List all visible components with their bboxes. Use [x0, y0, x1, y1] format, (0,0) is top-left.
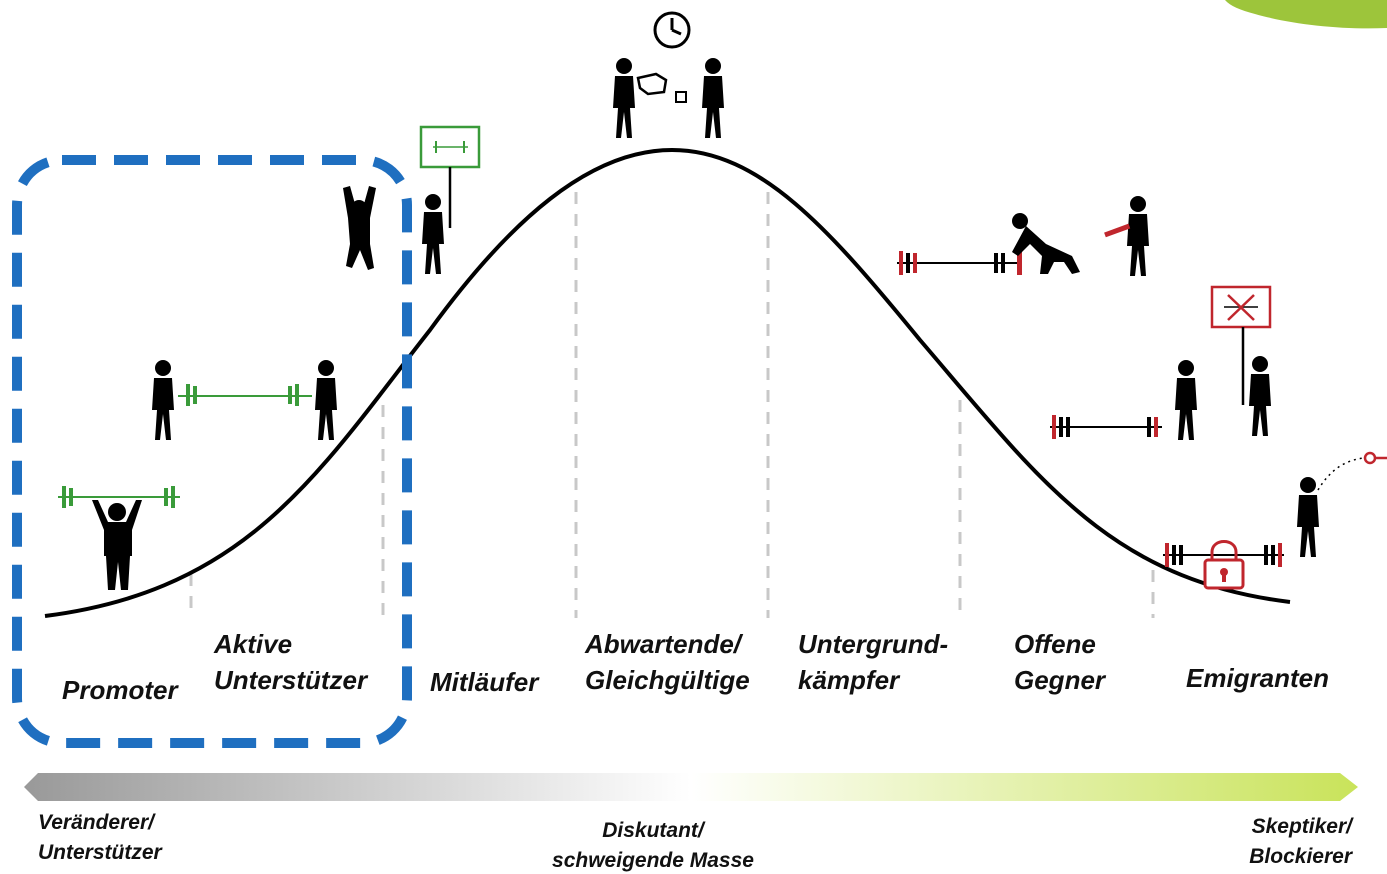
axis-label-right: Skeptiker/ Blockierer — [1249, 815, 1352, 868]
segment-dividers — [189, 192, 1155, 618]
segment-label-emigranten: Emigranten — [1186, 663, 1330, 693]
coffee-pour-icon — [613, 58, 668, 138]
bell-curve — [44, 147, 1291, 618]
attitude-arrow — [24, 773, 1358, 801]
sign-holder-icon — [419, 125, 481, 274]
jumping-person-icon — [343, 186, 376, 270]
segment-label-aktive-unterstuetzer: Aktive Unterstützer — [214, 629, 368, 695]
clock-icon — [653, 11, 691, 49]
segment-label-offene-gegner: Offene Gegner — [1014, 629, 1106, 695]
leaving-person-icon — [1297, 451, 1387, 557]
walker-with-bar-icon — [1104, 196, 1149, 276]
segment-label-untergrundkaempfer: Untergrund- kämpfer — [798, 629, 949, 695]
axis-label-center: Diskutant/ schweigende Masse — [552, 819, 754, 872]
crossed-sign-holder-icon — [1210, 285, 1272, 436]
segment-label-promoter: Promoter — [62, 675, 178, 705]
corner-brush-decoration — [1225, 0, 1387, 29]
barbell-pusher-icon — [897, 213, 1080, 275]
coffee-drinker-icon — [675, 58, 724, 138]
kicking-person-icon — [1050, 360, 1197, 440]
segment-label-mitlaeufer: Mitläufer — [430, 667, 539, 697]
weightlifter-icon — [58, 486, 180, 590]
carry-barbell-icon — [152, 360, 337, 440]
axis-label-left: Veränderer/ Unterstützer — [38, 811, 162, 864]
segment-label-abwartende: Abwartende/ Gleichgültige — [585, 629, 750, 695]
locked-barbell-icon — [1163, 540, 1284, 590]
